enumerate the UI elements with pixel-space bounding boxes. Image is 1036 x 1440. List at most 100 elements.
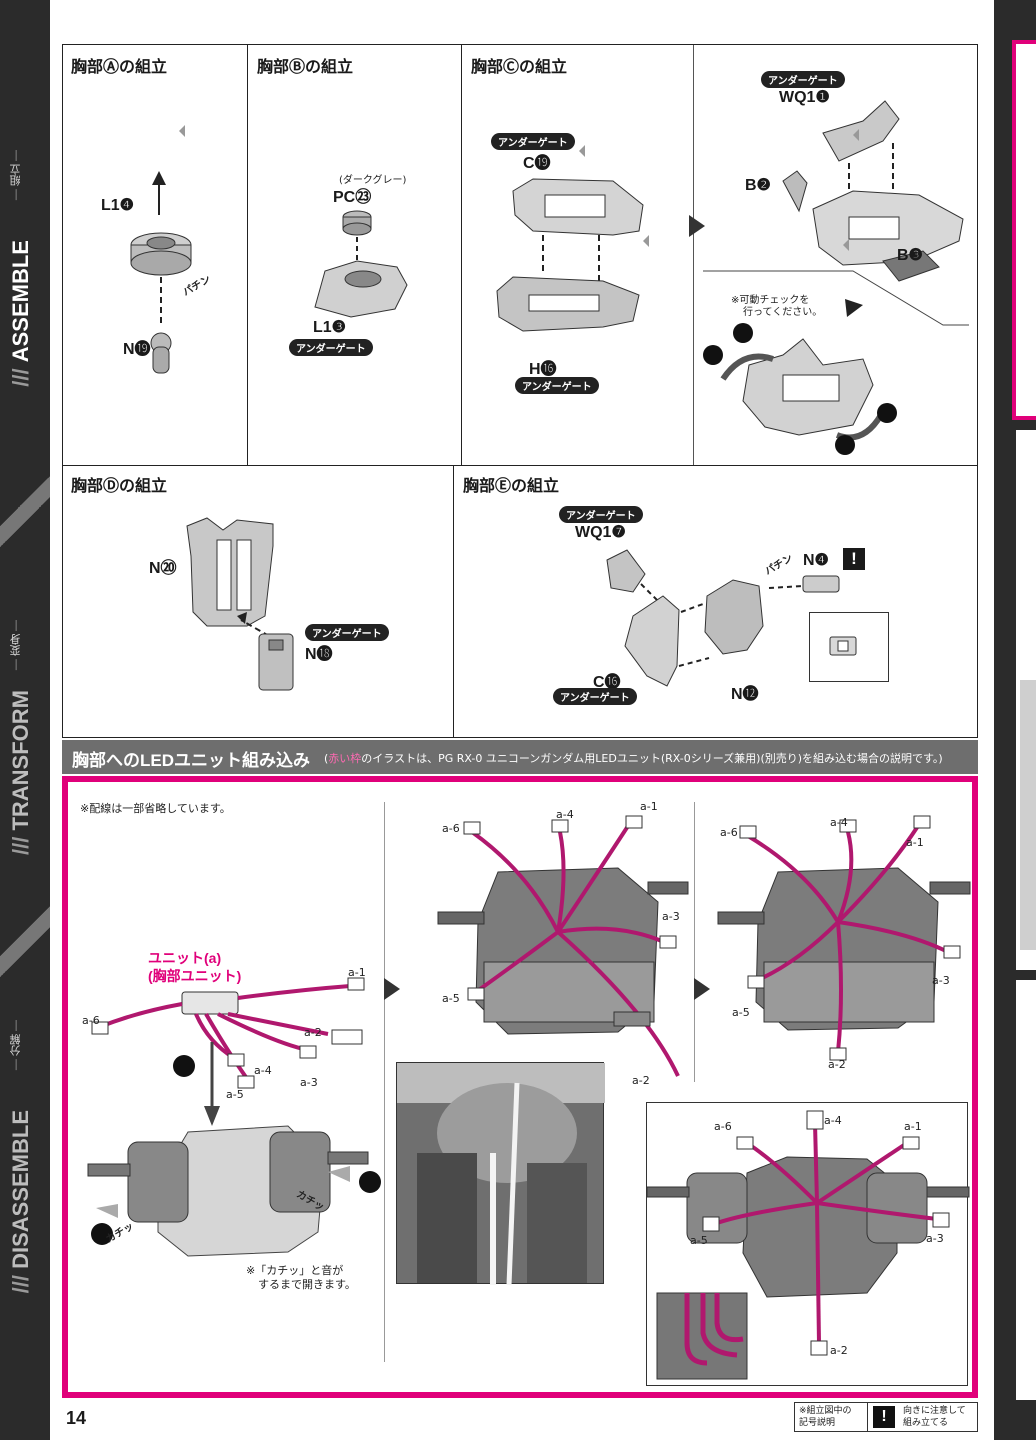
under-gate-badge: アンダーゲート (305, 624, 389, 641)
top-steps-panel: 胸部Ⓐの組立 L1❹ N⓳ パチン 胸部Ⓑの組立 (ダークグレー) PC㉓ L1… (62, 44, 978, 466)
wiring-detail-inset (646, 1102, 970, 1386)
chest-open-illustration (87, 1042, 381, 1257)
step-c2-illustration (782, 100, 964, 282)
part-label: N❹ (803, 552, 829, 569)
part-label: N⑳ (149, 560, 177, 577)
wiring-detail-illustration (646, 1110, 970, 1380)
step-e-title: 胸部Ⓔの組立 (463, 478, 560, 495)
check-note: 行ってください。 (743, 307, 823, 318)
part-label: N⓲ (305, 646, 333, 663)
sidebar-transform: /// TRANSFORM (8, 690, 33, 855)
wire-label: a-3 (926, 1232, 944, 1245)
sidebar-disassemble: /// DISASSEMBLE (8, 1110, 33, 1294)
wire-label: a-6 (720, 826, 738, 839)
part-label: L1❸ (313, 319, 347, 336)
wire-label: a-1 (348, 966, 366, 979)
sidebar-disassemble-jp: — 分解 — (10, 1020, 22, 1071)
legend-description: 向きに注意して組み立てる (903, 1406, 966, 1428)
wire-label: a-6 (714, 1120, 732, 1133)
led-section-header: 胸部へのLEDユニット組み込み (赤い枠のイラストは、PG RX-0 ユニコーン… (62, 740, 978, 774)
wire-label: a-1 (906, 836, 924, 849)
wiring-step-3-illustration (717, 815, 971, 1061)
under-gate-badge: アンダーゲート (491, 133, 575, 150)
wire-label: a-3 (662, 910, 680, 923)
sidebar-transform-jp: — 変身 — (10, 620, 22, 671)
led-section-note: (赤い枠のイラストは、PG RX-0 ユニコーンガンダム用LEDユニット(RX-… (324, 752, 943, 765)
step-d-title: 胸部Ⓓの組立 (71, 478, 168, 495)
next-page-grey-block (1020, 680, 1036, 950)
step-c-illustration (496, 178, 644, 332)
next-arrow (689, 215, 705, 237)
step-e-illustration (606, 549, 840, 687)
orientation-warning-icon: ! (843, 548, 865, 570)
sidebar-assemble: /// ASSEMBLE (8, 240, 33, 387)
part-label: PC㉓ (333, 189, 372, 206)
sidebar-stripe (0, 470, 50, 560)
divider (693, 45, 694, 465)
wire-label: a-2 (304, 1026, 322, 1039)
wire-label: a-4 (254, 1064, 272, 1077)
divider (453, 466, 454, 738)
photo-detail (397, 1063, 605, 1286)
wire-label: a-4 (824, 1114, 842, 1127)
under-gate-badge: アンダーゲート (761, 71, 845, 88)
symbol-legend: ※組立図中の記号説明 ! 向きに注意して組み立てる (794, 1402, 978, 1432)
wire-label: a-5 (732, 1006, 750, 1019)
part-label: WQ1❶ (779, 89, 830, 106)
wire-label: a-1 (904, 1120, 922, 1133)
step-d-illustration (186, 517, 294, 691)
next-page-block (1016, 980, 1036, 1400)
sidebar-stripe (0, 900, 50, 990)
part-label: WQ1❼ (575, 524, 626, 541)
step-c-title: 胸部Ⓒの組立 (471, 59, 568, 76)
sidebar: — 組立 — /// ASSEMBLE — 変身 — /// TRANSFORM… (0, 0, 50, 1440)
part-label: B❸ (897, 247, 923, 264)
step-a-title: 胸部Ⓐの組立 (71, 59, 168, 76)
part-label: H⓰ (529, 361, 557, 378)
detail-inset (809, 612, 889, 682)
next-arrow (384, 978, 400, 1000)
wire-label: a-6 (442, 822, 460, 835)
wire-label: a-4 (556, 808, 574, 821)
check-note: ※可動チェックを (731, 295, 810, 306)
under-gate-badge: アンダーゲート (559, 506, 643, 523)
orientation-warning-icon: ! (873, 1406, 895, 1428)
led-pink-panel: ※配線は一部省略しています。 ユニット(a) (胸部ユニット) a-1 a-6 … (62, 776, 978, 1398)
wire-label: a-2 (632, 1074, 650, 1087)
under-gate-badge: アンダーゲート (289, 339, 373, 356)
unit-label: (胸部ユニット) (148, 968, 242, 984)
unit-label: ユニット(a) (148, 950, 222, 966)
led-section-title: 胸部へのLEDユニット組み込み (72, 751, 310, 770)
led-unit-illustration (91, 977, 365, 1089)
part-label: B❷ (745, 177, 771, 194)
divider (247, 45, 248, 465)
under-gate-badge: アンダーゲート (515, 377, 599, 394)
wire-label: a-4 (830, 816, 848, 829)
under-gate-badge: アンダーゲート (553, 688, 637, 705)
divider (461, 45, 462, 465)
part-label: C⓳ (523, 155, 551, 172)
check-divider (703, 270, 969, 326)
divider (384, 802, 385, 1362)
open-note: ※「カチッ」と音が (246, 1264, 344, 1277)
color-note: (ダークグレー) (339, 175, 407, 186)
wiring-note: ※配線は一部省略しています。 (80, 802, 231, 815)
part-label: N⓬ (731, 686, 759, 703)
sidebar-assemble-jp: — 組立 — (10, 150, 22, 201)
part-label: N⓳ (123, 341, 151, 358)
wire-label: a-1 (640, 800, 658, 813)
wire-label: a-5 (226, 1088, 244, 1101)
part-label: L1❹ (101, 197, 135, 214)
next-page-pink-frame (1012, 40, 1036, 420)
wire-label: a-5 (442, 992, 460, 1005)
open-note: するまで開きます。 (258, 1278, 356, 1291)
wiring-step-2-illustration (437, 815, 689, 1077)
wire-label: a-2 (830, 1344, 848, 1357)
legend-label: ※組立図中の記号説明 (799, 1406, 852, 1428)
mid-steps-panel: 胸部Ⓓの組立 N⑳ アンダーゲート N⓲ 胸部Ⓔの組立 アンダーゲート WQ1❼… (62, 466, 978, 738)
page-number: 14 (66, 1408, 87, 1428)
photo-detail-inset (396, 1062, 605, 1286)
part-label: C⓰ (593, 674, 621, 691)
step-a-illustration (130, 171, 192, 374)
connector-detail (829, 636, 857, 656)
